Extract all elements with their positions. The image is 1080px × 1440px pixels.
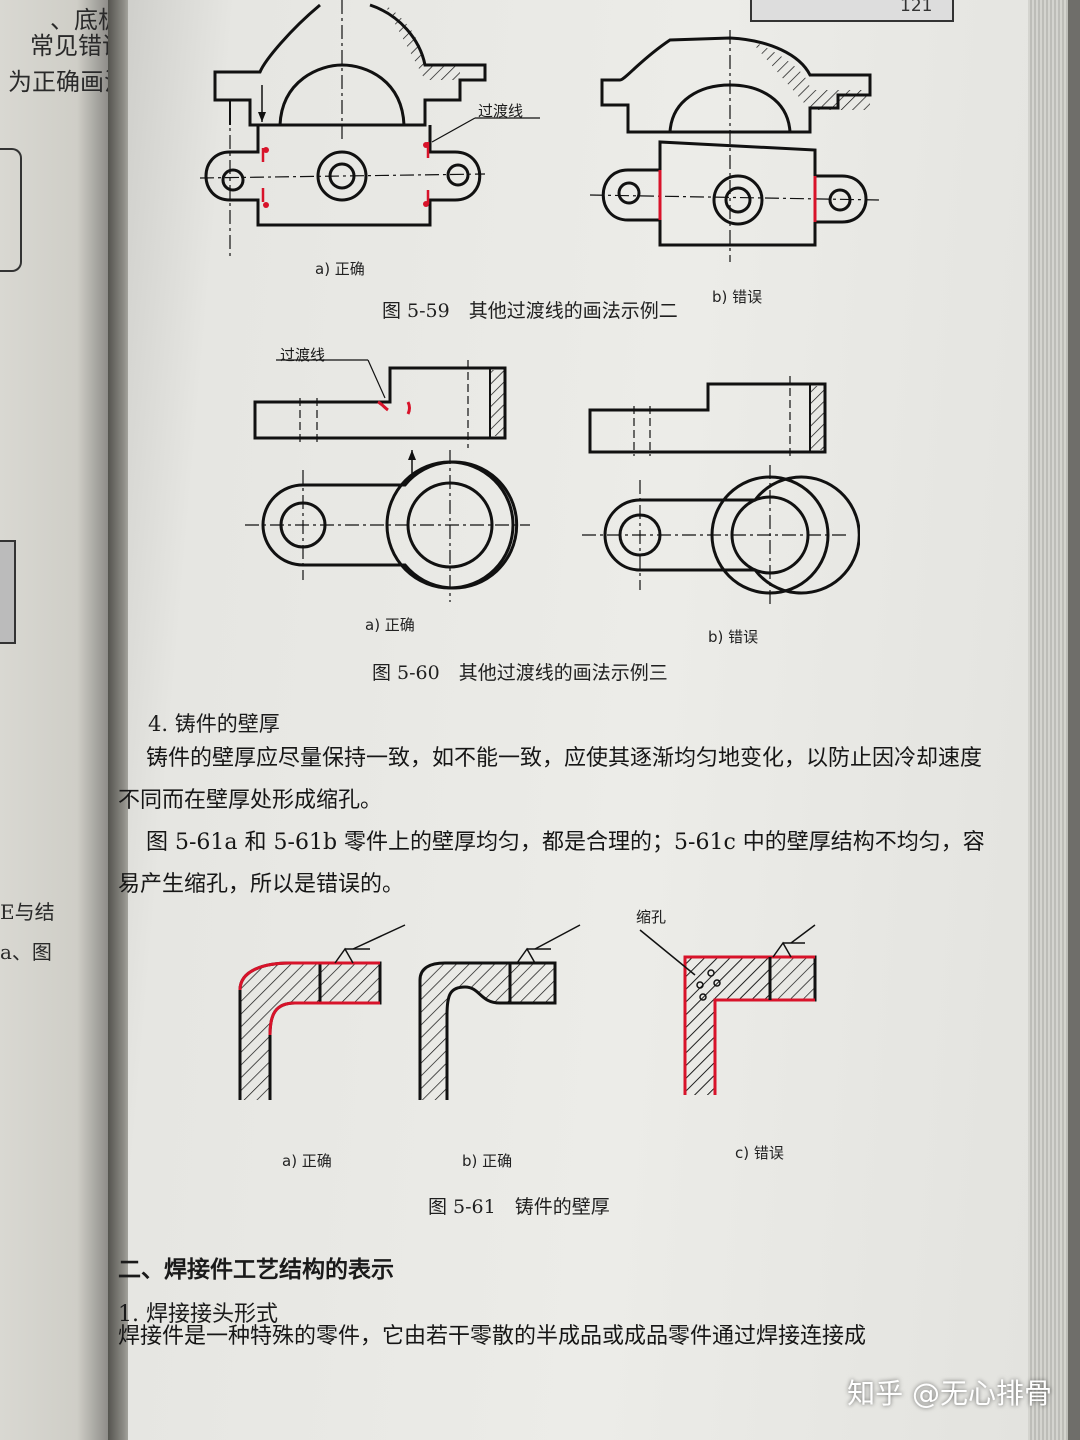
- section-heading-casting-wall: 4. 铸件的壁厚: [148, 712, 280, 736]
- figure-5-59a-label: a) 正确: [315, 260, 365, 278]
- book-page: [128, 0, 1068, 1440]
- figure-5-59b-label: b) 错误: [712, 288, 763, 306]
- figure-5-59: [199, 0, 881, 262]
- figure-5-61c-wrong: [639, 924, 817, 1095]
- figure-5-61a-label: a) 正确: [282, 1152, 332, 1170]
- paragraph-wall-thickness: 铸件的壁厚应尽量保持一致，如不能一致，应使其逐渐均匀地变化，以防止因冷却速度不同…: [118, 746, 983, 813]
- page-header-box: [750, 0, 954, 22]
- figure-5-60a-correct: [245, 359, 530, 602]
- figure-5-61a-correct: [238, 924, 406, 1100]
- figure-5-61-caption: 图 5-61 铸件的壁厚: [428, 1196, 610, 1218]
- watermark-zhihu: 知乎 @无心排骨: [847, 1377, 1052, 1410]
- figure-5-60b-wrong: [582, 376, 860, 608]
- figure-5-60a-label: a) 正确: [365, 616, 415, 634]
- figure-5-61c-label: c) 错误: [735, 1144, 784, 1162]
- figure-5-60-caption: 图 5-60 其他过渡线的画法示例三: [372, 662, 668, 684]
- left-page-figure: [0, 540, 16, 644]
- figure-5-61: [238, 924, 817, 1100]
- figure-5-61b-label: b) 正确: [462, 1152, 513, 1170]
- page-number: 121: [900, 0, 933, 16]
- left-page-figure: [0, 148, 22, 272]
- left-page: 、底板 常见错误画 为正确画法。 E与结 a、图: [0, 0, 152, 1440]
- subsection-heading-weld-joints: 1. 焊接接头形式: [118, 1302, 278, 1327]
- callout-transition-line: 过渡线: [280, 346, 326, 364]
- figure-5-59-caption: 图 5-59 其他过渡线的画法示例二: [382, 300, 678, 322]
- callout-shrinkage-cavity: 缩孔: [636, 908, 667, 926]
- figure-5-60: [245, 359, 860, 608]
- paragraph-figure-5-61: 图 5-61a 和 5-61b 零件上的壁厚均匀，都是合理的；5-61c 中的壁…: [118, 830, 985, 897]
- callout-transition-line: 过渡线: [478, 102, 524, 120]
- figure-5-59b-wrong: [589, 30, 881, 262]
- section-heading-welded-parts: 二、焊接件工艺结构的表示: [118, 1256, 394, 1283]
- figure-5-60b-label: b) 错误: [708, 628, 759, 646]
- page-edge: [1028, 0, 1068, 1440]
- left-page-fragment: a、图: [0, 940, 52, 964]
- paragraph-welded-parts: 焊接件是一种特殊的零件，它由若干零散的半成品或成品零件通过焊接连接成: [118, 1324, 867, 1349]
- figure-5-59a-correct: [199, 0, 540, 258]
- left-page-fragment: E与结: [0, 900, 55, 924]
- figure-5-61b-correct: [418, 924, 581, 1100]
